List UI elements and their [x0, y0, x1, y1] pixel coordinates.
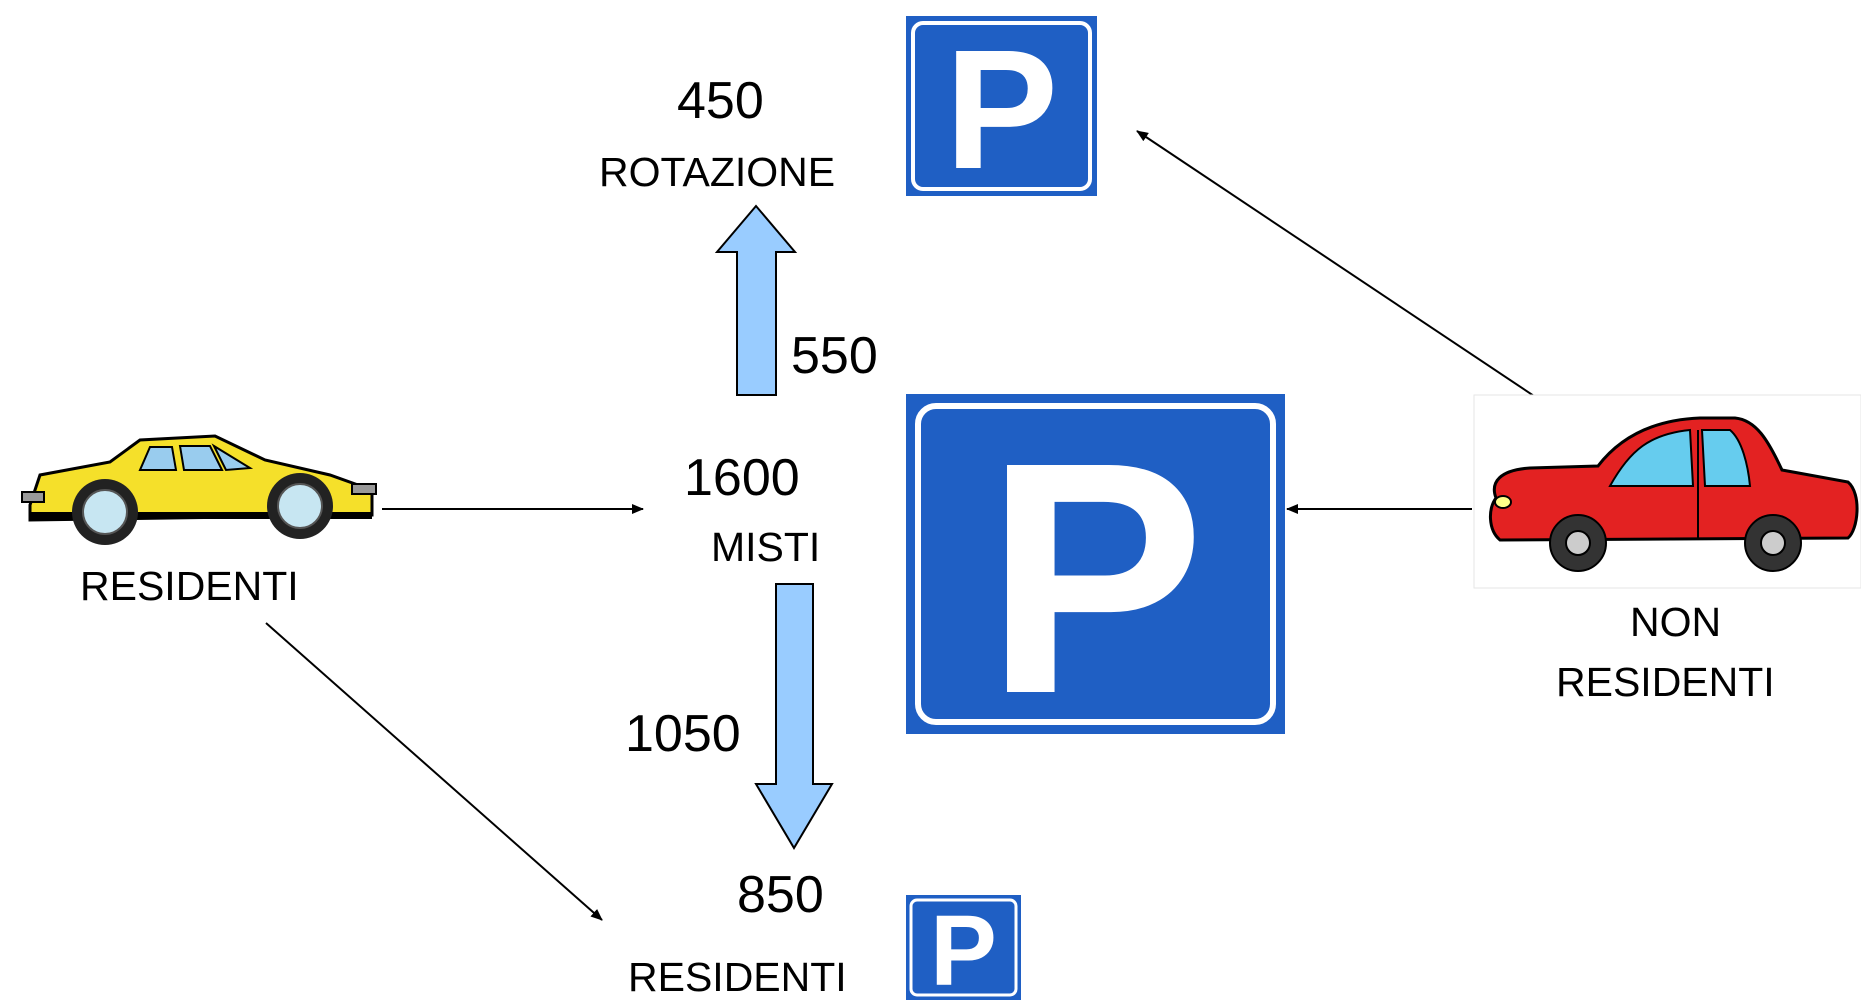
flow-up-value: 550: [791, 327, 878, 385]
rotation-lot-count: 450: [677, 72, 764, 130]
parking-sign-icon: P: [906, 394, 1285, 734]
resident-lot-count: 850: [737, 866, 824, 924]
svg-text:P: P: [930, 895, 997, 1000]
rotation-lot-label: ROTAZIONE: [599, 149, 836, 195]
parking-sign-icon: P: [906, 895, 1021, 1000]
flow-arrow-up-icon: [714, 204, 798, 396]
yellow-car-icon: [21, 434, 377, 545]
red-car-icon: [1473, 394, 1861, 589]
mixed-lot-count: 1600: [684, 449, 800, 507]
mixed-lot-label: MISTI: [711, 524, 821, 570]
non-residents-label-line1: NON: [1630, 599, 1722, 645]
residents-label: RESIDENTI: [80, 563, 299, 609]
flow-down-value: 1050: [625, 705, 741, 763]
non-residents-label-line2: RESIDENTI: [1556, 659, 1775, 705]
residents-to-resident-lot-arrow: [265, 622, 603, 921]
parking-sign-icon: P: [906, 16, 1097, 196]
resident-lot-label: RESIDENTI: [628, 954, 847, 1000]
svg-text:P: P: [985, 394, 1205, 734]
flow-arrow-down-icon: [754, 583, 834, 850]
non-residents-to-rotation-arrow: [1136, 130, 1589, 433]
svg-text:P: P: [945, 16, 1058, 196]
